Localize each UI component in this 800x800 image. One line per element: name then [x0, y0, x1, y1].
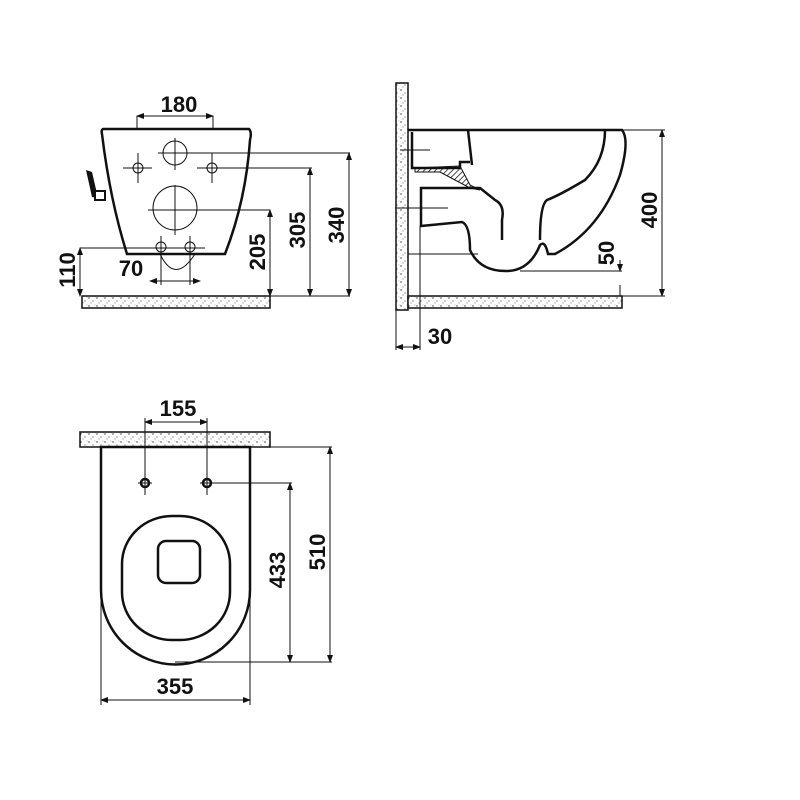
toilet-body-outline — [100, 127, 253, 256]
wall — [395, 82, 409, 311]
bowl-outer — [408, 128, 627, 273]
dim-205: 205 — [245, 234, 270, 271]
dimension-lines — [77, 113, 352, 297]
hatched-section — [414, 165, 481, 191]
dim-155: 155 — [160, 396, 197, 421]
front-view: 180 340 305 205 110 70 — [55, 92, 352, 309]
dim-180: 180 — [161, 92, 198, 117]
center-lines — [80, 116, 350, 297]
top-dimension-lines — [100, 418, 333, 705]
dim-110: 110 — [55, 252, 80, 288]
dim-400: 400 — [637, 192, 662, 229]
outlet-opening — [156, 539, 202, 585]
toilet-top-outline — [99, 445, 252, 666]
floor-slab-side — [407, 295, 623, 309]
outlet-spout — [159, 253, 196, 270]
dim-305: 305 — [285, 212, 310, 249]
dim-340: 340 — [324, 207, 349, 244]
wall-slab-top — [79, 431, 271, 448]
dim-50: 50 — [594, 241, 619, 265]
dim-510: 510 — [305, 534, 330, 571]
dim-70: 70 — [119, 256, 143, 281]
dim-355: 355 — [157, 674, 194, 699]
seat-opening — [120, 514, 232, 642]
floor-slab — [81, 295, 271, 309]
dim-433: 433 — [265, 552, 290, 589]
flush-lever-icon — [86, 170, 106, 201]
bowl-inner — [466, 129, 607, 241]
side-view: 400 50 30 — [395, 82, 665, 350]
top-view: 155 433 510 355 — [79, 396, 333, 705]
side-dimension-lines — [395, 129, 665, 350]
dim-30: 30 — [428, 324, 452, 349]
